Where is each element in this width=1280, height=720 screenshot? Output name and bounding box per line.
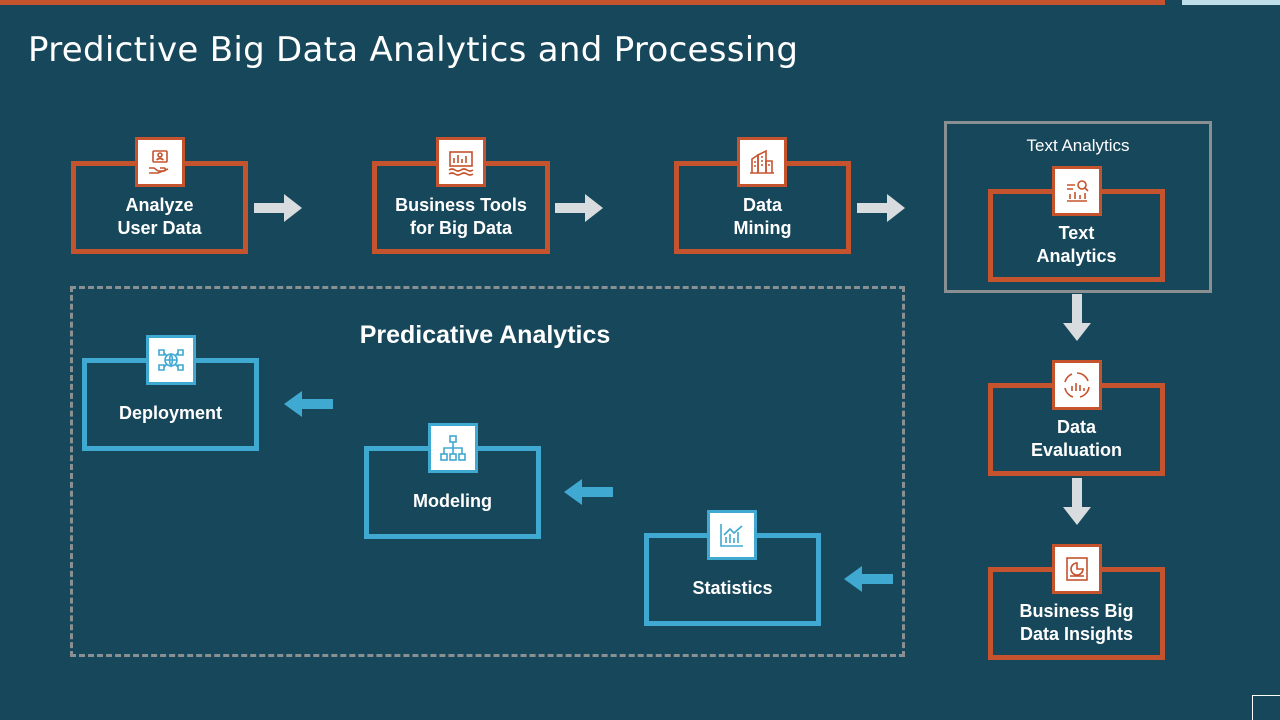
arrow-down-icon <box>1063 478 1091 525</box>
step-label: Data Evaluation <box>1030 416 1123 460</box>
arrow-left-icon <box>564 479 613 505</box>
step-label: Deployment <box>118 403 223 423</box>
arrow-right-icon <box>857 194 905 222</box>
arrow-right-icon <box>254 194 302 222</box>
statistics-chart-icon <box>707 510 757 560</box>
arrow-right-icon <box>555 194 603 222</box>
step-label: Statistics <box>692 578 773 598</box>
cycle-chart-icon <box>1052 360 1102 410</box>
mining-building-icon <box>737 137 787 187</box>
arrow-left-icon <box>284 391 333 417</box>
network-globe-icon <box>146 335 196 385</box>
tools-dashboard-icon <box>436 137 486 187</box>
report-chart-icon <box>1052 544 1102 594</box>
step-label: Data Mining <box>733 194 792 238</box>
text-analytics-group-frame <box>944 121 1212 293</box>
hierarchy-icon <box>428 423 478 473</box>
step-label: Business Tools for Big Data <box>395 194 527 238</box>
top-accent-bar-light <box>1182 0 1280 5</box>
step-label: Analyze User Data <box>117 194 202 238</box>
arrow-left-icon <box>844 566 893 592</box>
step-label: Business Big Data Insights <box>1019 600 1134 644</box>
step-label: Text Analytics <box>1036 222 1117 266</box>
predictive-analytics-title: Predicative Analytics <box>359 321 611 349</box>
text-analytics-icon <box>1052 166 1102 216</box>
corner-frame-mark <box>1252 695 1280 720</box>
user-data-icon <box>135 137 185 187</box>
arrow-down-icon <box>1063 294 1091 341</box>
step-analyze-user-data: Analyze User Data <box>71 161 248 254</box>
predictive-analytics-region <box>70 286 905 657</box>
top-accent-bar <box>0 0 1165 5</box>
step-business-tools: Business Tools for Big Data <box>372 161 550 254</box>
step-label: Modeling <box>413 491 492 511</box>
text-analytics-group-title: Text Analytics <box>1026 136 1130 155</box>
slide-title: Predictive Big Data Analytics and Proces… <box>28 30 799 70</box>
